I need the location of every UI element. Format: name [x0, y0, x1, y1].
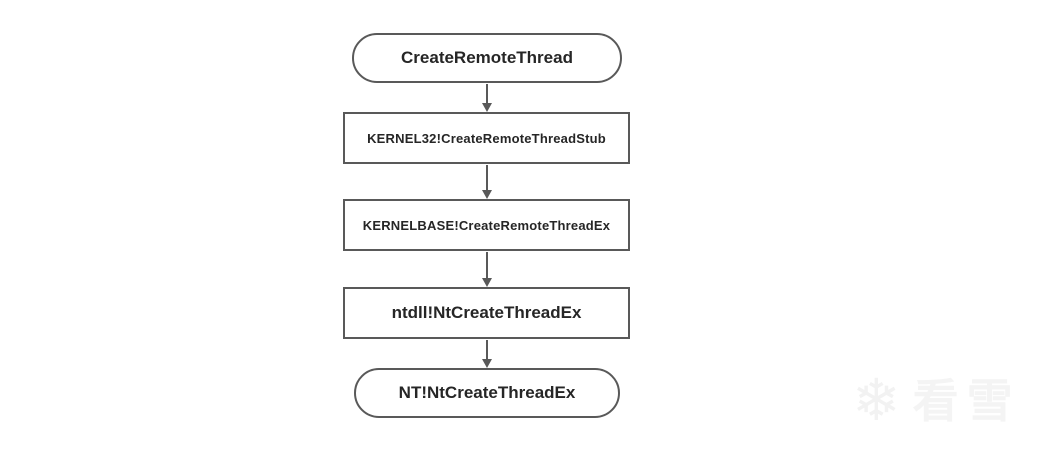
flow-arrow-down-2 [482, 165, 492, 199]
node-label: KERNEL32!CreateRemoteThreadStub [367, 130, 606, 146]
node-label: ntdll!NtCreateThreadEx [391, 303, 582, 322]
node-label: KERNELBASE!CreateRemoteThreadEx [362, 217, 611, 233]
node-kernelbase-create-remote-thread-ex: KERNELBASE!CreateRemoteThreadEx [343, 199, 630, 251]
flow-arrow-down-1 [482, 84, 492, 112]
node-create-remote-thread: CreateRemoteThread [352, 33, 622, 83]
snowflake-icon: ❄ [852, 368, 901, 433]
flow-arrow-down-4 [482, 340, 492, 368]
node-nt-nt-create-thread-ex: NT!NtCreateThreadEx [354, 368, 620, 418]
node-ntdll-nt-create-thread-ex: ntdll!NtCreateThreadEx [343, 287, 630, 339]
flow-arrow-down-3 [482, 252, 492, 287]
watermark-text: 看雪 [912, 375, 1021, 427]
node-label: NT!NtCreateThreadEx [398, 383, 576, 402]
node-label: CreateRemoteThread [401, 48, 573, 67]
node-kernel32-create-remote-thread-stub: KERNEL32!CreateRemoteThreadStub [343, 112, 630, 164]
watermark: ❄ 看雪 [852, 372, 1021, 430]
